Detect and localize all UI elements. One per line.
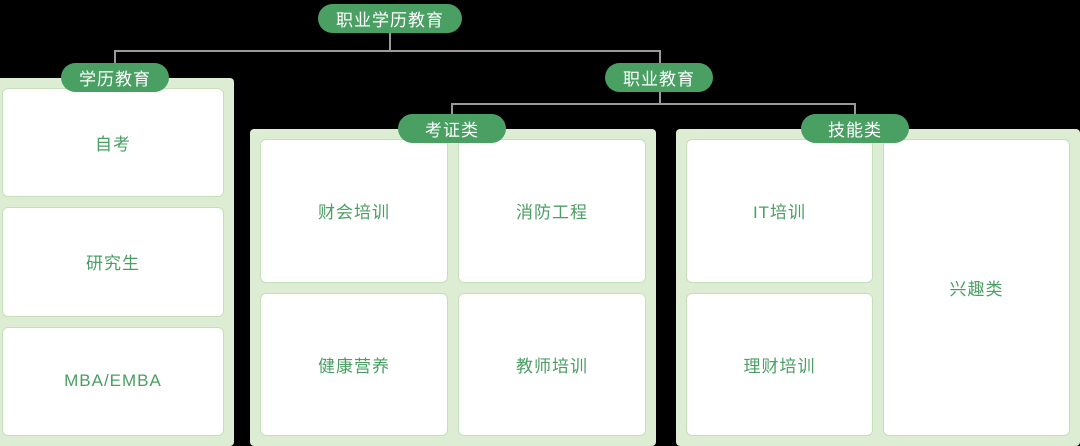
node-skills-category[interactable]: 技能类: [801, 114, 909, 143]
card-fire-engineering-label: 消防工程: [516, 203, 588, 223]
card-teacher-training[interactable]: 教师培训: [458, 292, 646, 436]
connector-vocational-stem: [659, 92, 661, 104]
card-mba-emba-label: MBA/EMBA: [64, 371, 162, 391]
connector-to-vocational: [659, 50, 661, 64]
connector-to-academic: [114, 50, 116, 64]
node-certification-category-label: 考证类: [425, 121, 479, 140]
node-academic-education[interactable]: 学历教育: [61, 63, 169, 92]
node-root[interactable]: 职业学历教育: [318, 4, 462, 33]
node-root-label: 职业学历教育: [336, 11, 444, 30]
connector-root-stem: [389, 32, 391, 51]
card-interest-category-label: 兴趣类: [949, 280, 1004, 299]
card-mba-emba[interactable]: MBA/EMBA: [2, 326, 224, 436]
card-teacher-training-label: 教师培训: [516, 356, 588, 376]
connector-to-skills: [854, 103, 856, 116]
card-zikao-label: 自考: [95, 135, 131, 155]
card-interest-category[interactable]: 兴趣类: [883, 139, 1070, 436]
card-finance-training[interactable]: 理财培训: [686, 292, 873, 436]
node-vocational-education[interactable]: 职业教育: [605, 63, 713, 92]
card-finance-training-label: 理财培训: [743, 356, 816, 376]
group-academic-education: 自考 研究生 MBA/EMBA: [0, 78, 234, 446]
card-it-training-label: IT培训: [752, 203, 807, 223]
card-postgraduate-label: 研究生: [86, 254, 140, 274]
certification-column-right: 消防工程 教师培训: [458, 139, 646, 436]
group-certification: 财会培训 健康营养 消防工程 教师培训: [250, 129, 656, 446]
node-vocational-education-label: 职业教育: [623, 70, 695, 89]
card-postgraduate[interactable]: 研究生: [2, 207, 224, 317]
node-skills-category-label: 技能类: [828, 121, 882, 140]
skills-column-right: 兴趣类: [883, 139, 1070, 436]
connector-to-certification: [451, 103, 453, 116]
card-accounting-training[interactable]: 财会培训: [260, 139, 448, 283]
card-health-nutrition-label: 健康营养: [318, 356, 390, 376]
card-health-nutrition[interactable]: 健康营养: [260, 292, 448, 436]
group-skills: IT培训 理财培训 兴趣类: [676, 129, 1080, 446]
skills-column-left: IT培训 理财培训: [686, 139, 873, 436]
card-accounting-training-label: 财会培训: [318, 203, 390, 223]
node-academic-education-label: 学历教育: [79, 70, 151, 89]
card-zikao[interactable]: 自考: [2, 88, 224, 198]
connector-level3-bar: [452, 103, 856, 105]
connector-level2-bar: [115, 50, 661, 52]
card-fire-engineering[interactable]: 消防工程: [458, 139, 646, 283]
node-certification-category[interactable]: 考证类: [398, 114, 506, 143]
card-it-training[interactable]: IT培训: [686, 139, 873, 283]
certification-column-left: 财会培训 健康营养: [260, 139, 448, 436]
